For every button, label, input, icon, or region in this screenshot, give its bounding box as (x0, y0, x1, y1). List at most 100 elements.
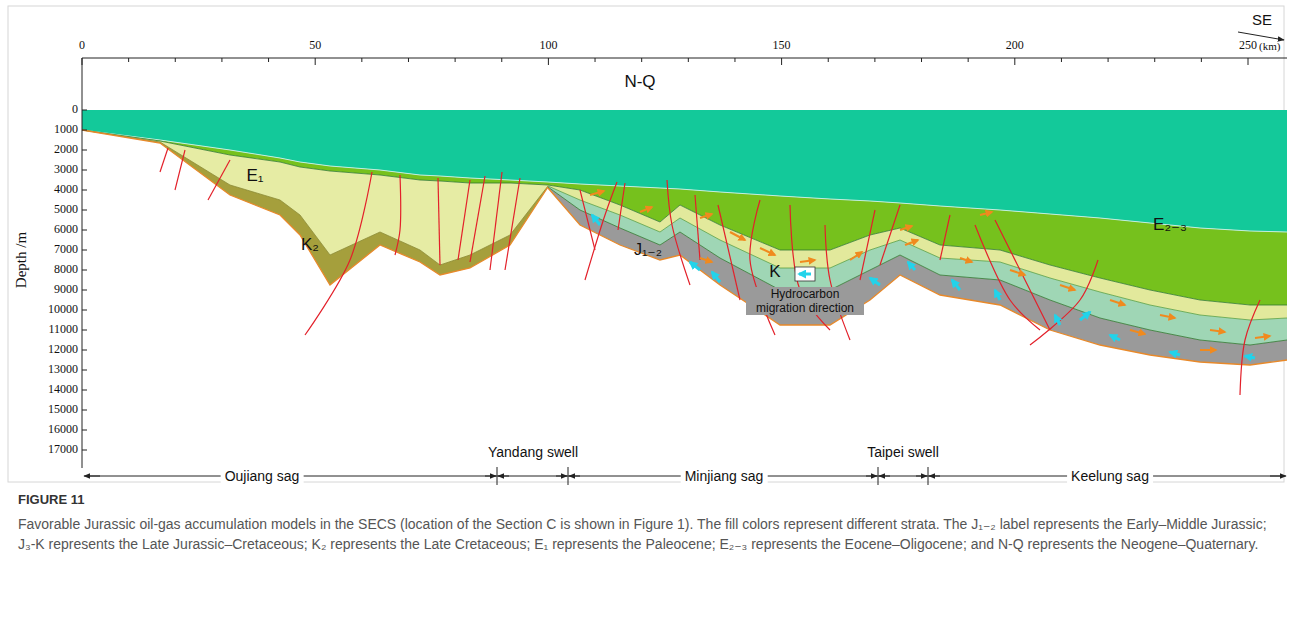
depth-tick-label: 6000 (54, 223, 78, 237)
axis-tick (82, 390, 87, 391)
axis-tick (82, 430, 87, 431)
stratum-boundary (548, 188, 1287, 365)
top-axis (82, 58, 1287, 59)
fault-line (505, 178, 520, 270)
depth-tick-label: 5000 (54, 203, 78, 217)
fault-line (208, 160, 230, 200)
axis-tick (501, 58, 502, 62)
migration-arrow (850, 252, 862, 260)
axis-tick (548, 58, 549, 65)
fault-line (995, 220, 1050, 330)
axis-tick (82, 370, 87, 371)
region-divider (497, 467, 498, 485)
migration-arrows (590, 191, 1270, 358)
migration-arrow (952, 280, 960, 290)
e1-stratum (82, 130, 548, 265)
stratum-boundary (548, 186, 1287, 320)
migration-arrow (590, 191, 604, 195)
stratum-boundary (82, 130, 548, 185)
legend-sample-arrow (799, 273, 811, 276)
axis-tick (595, 58, 596, 62)
axis-tick (641, 58, 642, 62)
stratum-boundary (548, 185, 1287, 305)
axes (82, 32, 1287, 485)
stratum-label: J₁₋₂ (634, 241, 662, 259)
stratum-label: E₁ (246, 166, 263, 186)
migration-arrow (995, 290, 1000, 300)
stratum-label: N-Q (624, 72, 655, 92)
migration-arrow (640, 207, 652, 212)
fault-line (458, 180, 470, 260)
axis-tick (734, 58, 735, 62)
swell-name: Yandang swell (488, 444, 578, 460)
distance-unit: (km) (1259, 40, 1280, 53)
region-arrow (485, 476, 496, 477)
migration-arrow (730, 232, 745, 240)
fault-line (1030, 260, 1098, 345)
swell-name: Taipei swell (867, 444, 939, 460)
fault-line (470, 176, 485, 262)
axis-tick (921, 58, 922, 62)
stratum-boundary (82, 130, 1287, 232)
axis-tick (82, 290, 87, 291)
fault-line (438, 178, 440, 265)
sag-name: Oujiang sag (221, 468, 304, 484)
axis-tick (874, 58, 875, 62)
depth-axis (82, 58, 83, 468)
fault-line (175, 150, 185, 190)
stratum-label: K (769, 262, 780, 282)
fault-line (580, 190, 595, 250)
migration-arrow (1110, 300, 1125, 305)
axis-tick (128, 58, 129, 62)
migration-arrow (712, 272, 720, 282)
axis-tick (268, 58, 269, 62)
axis-tick (82, 330, 87, 331)
stratum-boundary (82, 130, 548, 285)
depth-tick-label: 0 (72, 103, 78, 117)
axis-tick (1154, 58, 1155, 62)
fault-line (618, 183, 625, 230)
axis-tick (175, 58, 176, 62)
fault-line (667, 180, 690, 285)
axis-tick (82, 450, 87, 451)
migration-arrow (1080, 312, 1090, 320)
depth-tick-label: 16000 (48, 423, 78, 437)
distance-tick-label: 250 (1239, 39, 1257, 53)
migration-arrow (1010, 270, 1025, 275)
axis-tick (968, 58, 969, 62)
axis-tick (82, 310, 87, 311)
stratum-boundary (82, 130, 548, 265)
axis-tick (82, 190, 87, 191)
depth-tick-label: 12000 (48, 343, 78, 357)
axis-tick (408, 58, 409, 62)
migration-arrow (1200, 349, 1216, 351)
axis-tick (82, 210, 87, 211)
migration-arrow (1130, 330, 1145, 334)
axis-tick (688, 58, 689, 62)
fault-line (1240, 300, 1260, 395)
legend-sample-box (795, 267, 815, 281)
axis-tick (82, 150, 87, 151)
sag-name: Minjiang sag (681, 468, 768, 484)
region-divider (928, 467, 929, 485)
region-arrow (556, 476, 567, 477)
fault-line (395, 175, 401, 255)
region-arrow (84, 476, 100, 477)
migration-arrow (1160, 315, 1175, 318)
fault-line (880, 205, 900, 265)
depth-tick-label: 7000 (54, 243, 78, 257)
axis-tick (82, 130, 87, 131)
migration-arrow (1055, 315, 1060, 325)
migration-arrow (1245, 356, 1255, 358)
migration-arrow (1170, 352, 1180, 355)
fault-line (585, 182, 617, 280)
axis-tick (221, 58, 222, 62)
axis-tick (1014, 58, 1015, 65)
axis-tick (315, 58, 316, 65)
migration-arrow (900, 226, 912, 230)
fault-line (160, 148, 168, 172)
depth-tick-label: 14000 (48, 383, 78, 397)
migration-arrow (1210, 330, 1225, 332)
migration-arrow (700, 214, 712, 218)
